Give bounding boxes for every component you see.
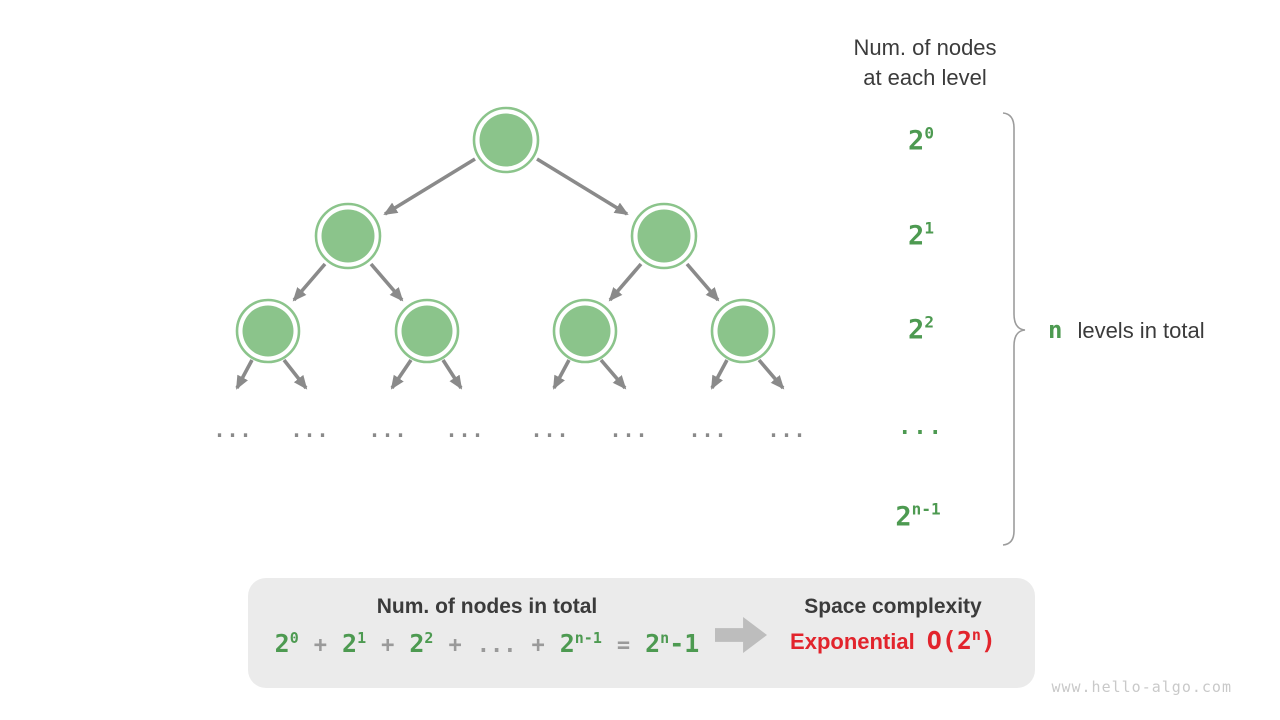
level-count-0-base: 2 <box>908 125 925 157</box>
level-count-2: 22 <box>908 314 934 346</box>
edge-l3c-dots-right <box>599 358 627 390</box>
tree-ellipsis-3: ... <box>368 418 408 442</box>
total-nodes-panel: Num. of nodes in total 20 + 21 + 22 + ..… <box>248 578 726 661</box>
formula-term-0-exp: 0 <box>289 629 299 647</box>
edge-l3b-dots-right <box>441 359 463 390</box>
level-count-0: 20 <box>908 125 934 157</box>
tree-node-root <box>472 106 540 174</box>
edge-l3c-dots-left <box>552 359 571 390</box>
level-count-1: 21 <box>908 220 934 252</box>
big-o-exp: n <box>971 626 981 644</box>
space-complexity-value: Exponential O(2n) <box>768 626 1018 655</box>
big-o-prefix: O(2 <box>926 626 972 655</box>
edge-l2a-l3b <box>369 262 404 302</box>
space-complexity-panel: Space complexity Exponential O(2n) <box>768 578 1018 655</box>
tree-nodes <box>235 106 776 364</box>
column-header-line2: at each level <box>863 65 987 90</box>
tree-ellipsis-5: ... <box>530 418 570 442</box>
edge-l3b-dots-left <box>390 358 413 390</box>
tree-ellipsis-2: ... <box>290 418 330 442</box>
edge-root-left <box>383 157 476 216</box>
formula-result-suffix: -1 <box>669 629 700 658</box>
tree-edges <box>235 157 785 390</box>
level-count-ellipsis: ... <box>898 415 944 440</box>
edge-l2b-l3d <box>685 262 720 302</box>
big-o-notation: O(2n) <box>927 626 996 655</box>
edge-l2b-l3c <box>608 262 643 302</box>
tree-ellipsis-1: ... <box>213 418 253 442</box>
formula-result: 2n-1 <box>645 628 699 661</box>
summary-box: Num. of nodes in total 20 + 21 + 22 + ..… <box>248 578 1035 688</box>
tree-node-l3-d <box>710 298 776 364</box>
level-count-0-exp: 0 <box>924 123 934 143</box>
tree-node-l3-b <box>394 298 460 364</box>
level-count-1-base: 2 <box>908 220 925 252</box>
formula-term-1-exp: 1 <box>357 629 367 647</box>
formula-term-2-exp: 2 <box>424 629 434 647</box>
edge-l3d-dots-left <box>710 359 729 390</box>
edge-l3d-dots-right <box>757 358 785 390</box>
tree-node-l2-left <box>314 202 382 270</box>
tree-ellipsis-8: ... <box>767 418 807 442</box>
equals-operator: = <box>616 633 631 658</box>
tree-node-l2-right <box>630 202 698 270</box>
brace-annotation: n levels in total <box>1048 316 1205 344</box>
plus-operator: + <box>381 633 395 658</box>
level-count-1-exp: 1 <box>924 218 934 238</box>
tree-ellipsis-6: ... <box>609 418 649 442</box>
formula-term-3-exp: n-1 <box>574 629 602 647</box>
big-o-suffix: ) <box>980 626 996 655</box>
level-count-n-1-exp: n-1 <box>911 499 941 519</box>
ellipsis-operator: ... <box>476 633 517 658</box>
edge-l3a-dots-left <box>235 359 254 390</box>
curly-brace <box>1002 112 1026 546</box>
level-count-2-exp: 2 <box>924 312 934 332</box>
formula-term-0: 20 <box>275 628 299 661</box>
formula-term-2: 22 <box>409 628 433 661</box>
column-header-line1: Num. of nodes <box>853 35 997 60</box>
plus-operator: + <box>313 633 328 658</box>
formula-term-2-base: 2 <box>409 629 425 658</box>
level-count-n-1-base: 2 <box>895 501 912 533</box>
column-header: Num. of nodes at each level <box>853 33 996 93</box>
formula-term-1: 21 <box>342 628 366 661</box>
plus-operator: + <box>531 633 545 658</box>
formula-term-3: 2n-1 <box>560 628 602 661</box>
tree-node-l3-c <box>552 298 618 364</box>
formula-term-0-base: 2 <box>274 629 290 658</box>
tree-node-l3-a <box>235 298 301 364</box>
level-count-2-base: 2 <box>908 314 925 346</box>
edge-l3a-dots-right <box>282 358 308 390</box>
tree-ellipsis-7: ... <box>688 418 728 442</box>
total-nodes-formula: 20 + 21 + 22 + ... + 2n-1 = 2n-1 <box>248 628 726 661</box>
space-complexity-title: Space complexity <box>804 595 982 618</box>
watermark: www.hello-algo.com <box>1051 678 1232 696</box>
edge-root-right <box>536 157 629 216</box>
formula-result-base: 2 <box>645 629 661 658</box>
formula-term-3-base: 2 <box>559 629 575 658</box>
edge-l2a-l3a <box>292 262 327 302</box>
tree-ellipsis-4: ... <box>445 418 485 442</box>
level-count-n-1: 2n-1 <box>895 501 940 533</box>
total-nodes-title: Num. of nodes in total <box>376 595 598 618</box>
formula-term-1-base: 2 <box>342 629 358 658</box>
complexity-class-label: Exponential <box>790 629 915 654</box>
formula-result-exp: n <box>660 629 670 647</box>
plus-operator: + <box>448 633 462 658</box>
levels-variable: n <box>1048 316 1063 344</box>
levels-label: levels in total <box>1077 318 1205 343</box>
